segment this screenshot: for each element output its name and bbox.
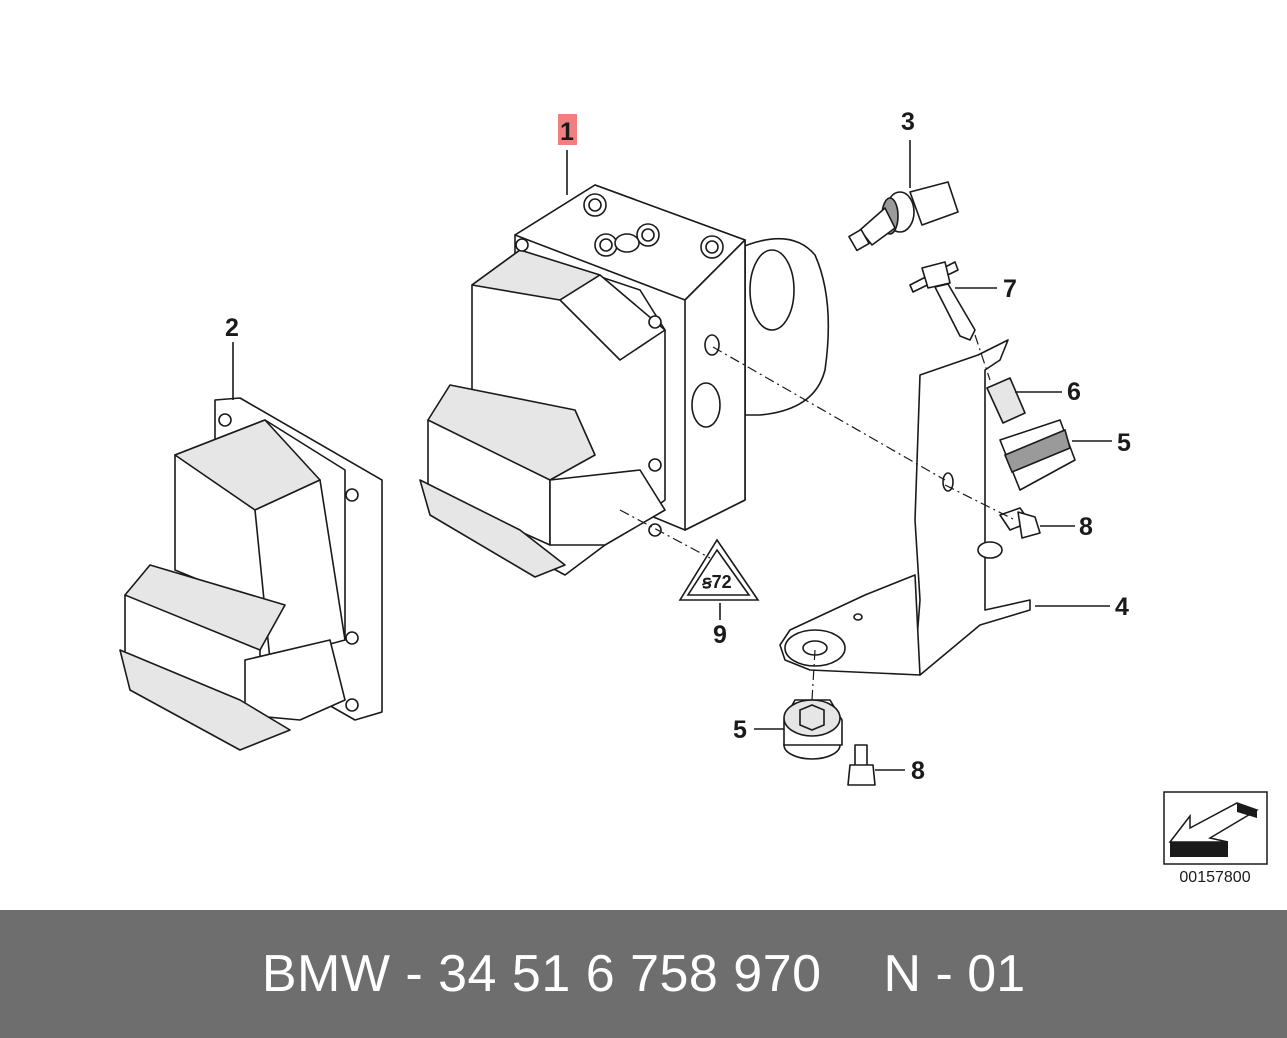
- callout-2[interactable]: 2: [225, 314, 239, 342]
- part-1-hydraulic-unit: [419, 184, 830, 578]
- part-7-bolt: [909, 261, 976, 341]
- part-6-pad: [986, 377, 1026, 424]
- catalog-code: 00157800: [1179, 869, 1251, 886]
- leader-lines: [232, 140, 1112, 771]
- callout-6[interactable]: 6: [1067, 378, 1081, 406]
- callout-8-lower[interactable]: 8: [911, 757, 925, 785]
- callout-9[interactable]: 9: [713, 621, 727, 649]
- part-9-warning-label: ꞩ72: [678, 538, 760, 601]
- part-8-screw-upper: [999, 507, 1041, 539]
- callout-1[interactable]: 1: [560, 118, 574, 146]
- callout-1-highlight: [558, 114, 577, 145]
- part-5-damper-upper: [999, 419, 1076, 491]
- parts-diagram: ꞩ72 1 2 3 7 6 5 8 4 9 5 8: [119, 108, 1268, 865]
- footer-bar: BMW - 34 51 6 758 970 N - 01: [0, 910, 1287, 1038]
- part-5-damper-lower: [783, 699, 843, 760]
- part-3-pressure-sensor: [848, 181, 959, 252]
- callout-8-upper[interactable]: 8: [1079, 513, 1093, 541]
- part-suffix: N - 01: [883, 945, 1026, 1003]
- part-8-screw-lower: [847, 744, 876, 786]
- callout-5-upper[interactable]: 5: [1117, 429, 1131, 457]
- part-number: BMW - 34 51 6 758 970: [261, 945, 822, 1003]
- svg-text:ꞩ72: ꞩ72: [701, 572, 731, 592]
- callout-5-lower[interactable]: 5: [733, 716, 747, 744]
- callout-7[interactable]: 7: [1003, 275, 1017, 303]
- arrow-icon[interactable]: [1163, 791, 1268, 865]
- callout-4[interactable]: 4: [1115, 593, 1129, 621]
- part-2-control-unit: [119, 397, 383, 751]
- callout-3[interactable]: 3: [901, 108, 915, 136]
